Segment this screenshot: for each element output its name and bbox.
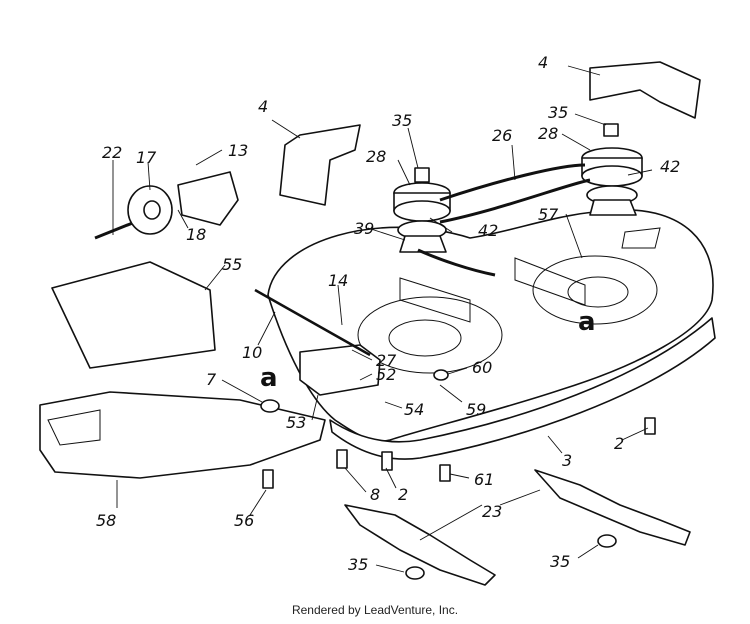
callout-4-left: 4: [258, 97, 268, 116]
pulley-right: [581, 123, 643, 216]
pulley-left: [393, 167, 451, 253]
callout-35-top-left: 35: [392, 111, 412, 130]
callout-3: 3: [562, 451, 572, 470]
baffle-left: [279, 124, 361, 206]
callout-27: 27: [376, 351, 397, 370]
callout-35-bottom-left: 35: [348, 555, 368, 574]
callout-28-left: 28: [366, 147, 386, 166]
callout-labels: 4 4 35 35 28 26 28 42 13 22 17 57 39 42 …: [96, 53, 680, 574]
drive-belt: [417, 163, 591, 277]
blade-left: [344, 504, 496, 586]
reference-mark-a-left: a: [260, 363, 278, 393]
callout-13: 13: [228, 141, 248, 160]
callout-35-top-right: 35: [548, 103, 568, 122]
callout-52: 52: [376, 365, 396, 384]
callout-55: 55: [222, 255, 242, 274]
callout-53: 53: [286, 413, 306, 432]
callout-60: 60: [472, 358, 492, 377]
callout-2-center: 2: [398, 485, 408, 504]
deck-housing: [267, 209, 716, 460]
side-shield: [51, 261, 216, 369]
blade-right: [534, 469, 691, 546]
callout-28-right: 28: [538, 124, 558, 143]
reference-mark-a-right: a: [578, 307, 596, 337]
callout-26: 26: [492, 126, 512, 145]
callout-2-right: 2: [614, 434, 624, 453]
callout-10: 10: [242, 343, 262, 362]
callout-22: 22: [102, 143, 122, 162]
callout-58: 58: [96, 511, 116, 530]
callout-56: 56: [234, 511, 254, 530]
callout-59: 59: [466, 400, 486, 419]
callout-23: 23: [482, 502, 502, 521]
callout-4-right: 4: [538, 53, 548, 72]
callout-57: 57: [538, 205, 559, 224]
callout-14: 14: [328, 271, 348, 290]
callout-39: 39: [354, 219, 374, 238]
leader-lines: [112, 65, 653, 573]
front-bumper: [39, 391, 326, 479]
callout-17: 17: [136, 148, 157, 167]
callout-7: 7: [206, 370, 217, 389]
baffle-right: [589, 61, 701, 119]
hardware: [254, 288, 656, 580]
callout-35-bottom-right: 35: [550, 552, 570, 571]
callout-8: 8: [370, 485, 380, 504]
render-credit: Rendered by LeadVenture, Inc.: [291, 603, 459, 617]
callout-42-right: 42: [660, 157, 680, 176]
callout-54: 54: [404, 400, 424, 419]
idler-assembly: [94, 171, 239, 240]
callout-61: 61: [474, 470, 494, 489]
callout-42-left: 42: [478, 221, 498, 240]
callout-18: 18: [186, 225, 206, 244]
